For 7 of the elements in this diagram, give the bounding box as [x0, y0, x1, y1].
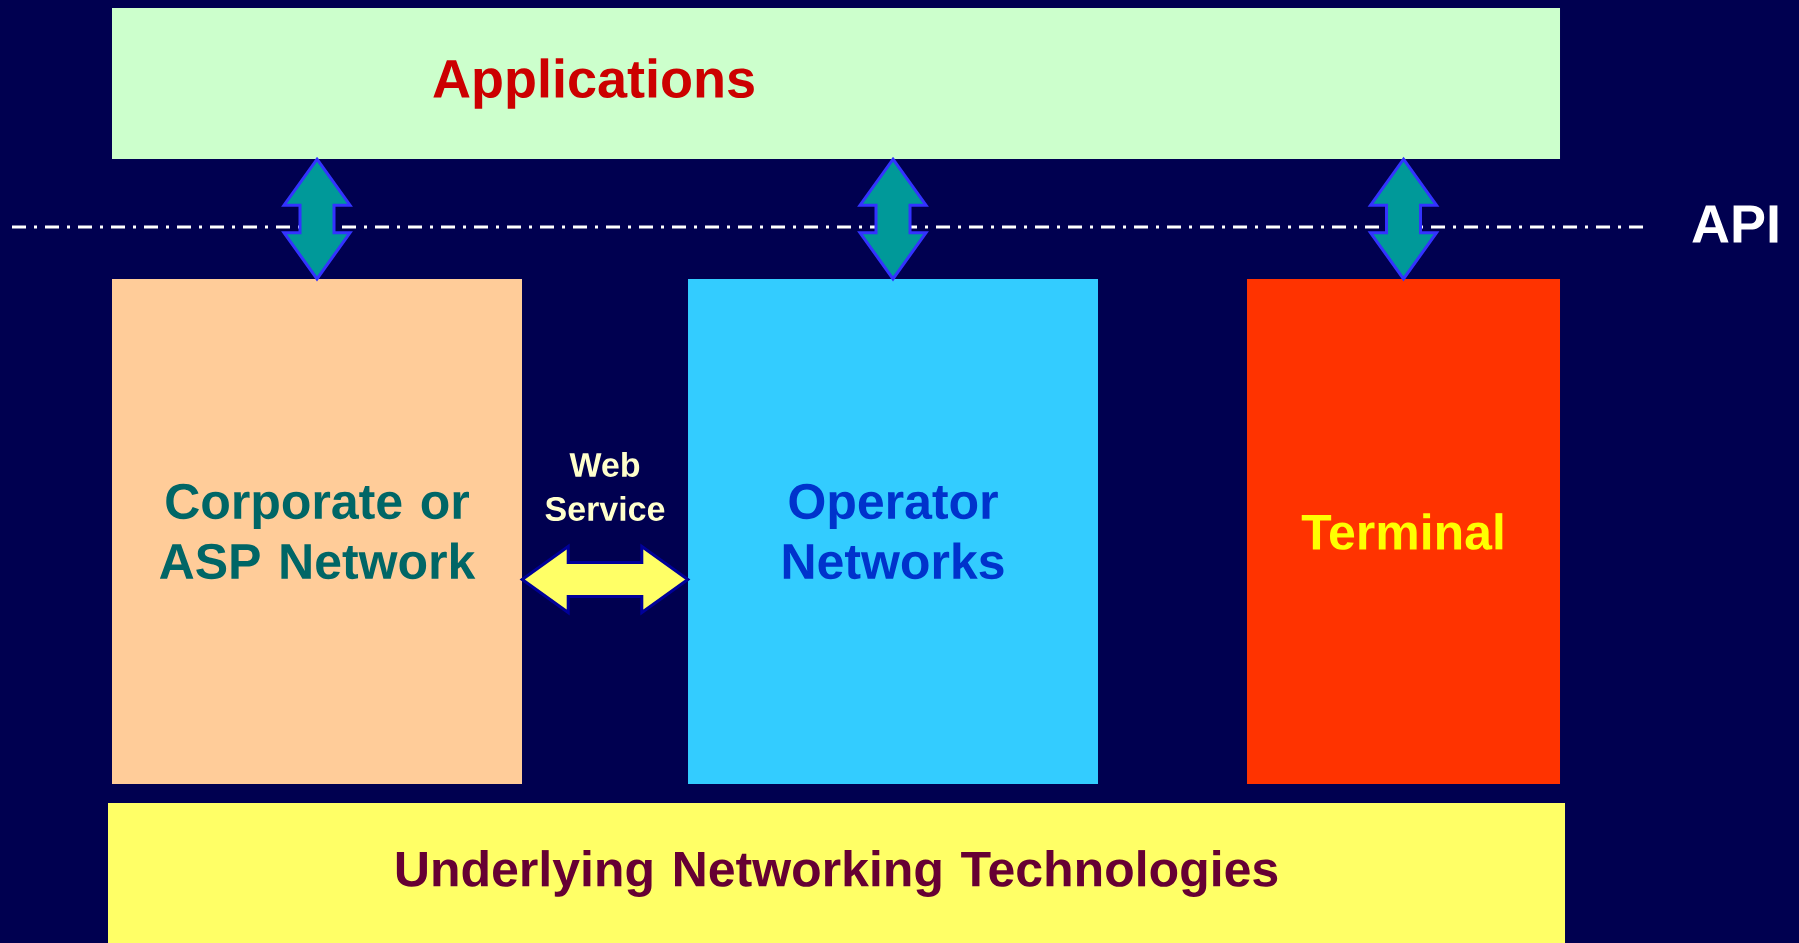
technology-layer-box: Underlying Networking Technologies	[108, 803, 1565, 943]
api-label: API	[1692, 205, 1778, 243]
network-box: Operator Networks	[688, 279, 1098, 784]
application-layer-box: Applications	[112, 8, 1560, 159]
network-box: Corporate or ASP Network	[112, 279, 522, 784]
terminal-box: Terminal	[1247, 279, 1560, 784]
edge-label: Web Service	[545, 452, 665, 521]
